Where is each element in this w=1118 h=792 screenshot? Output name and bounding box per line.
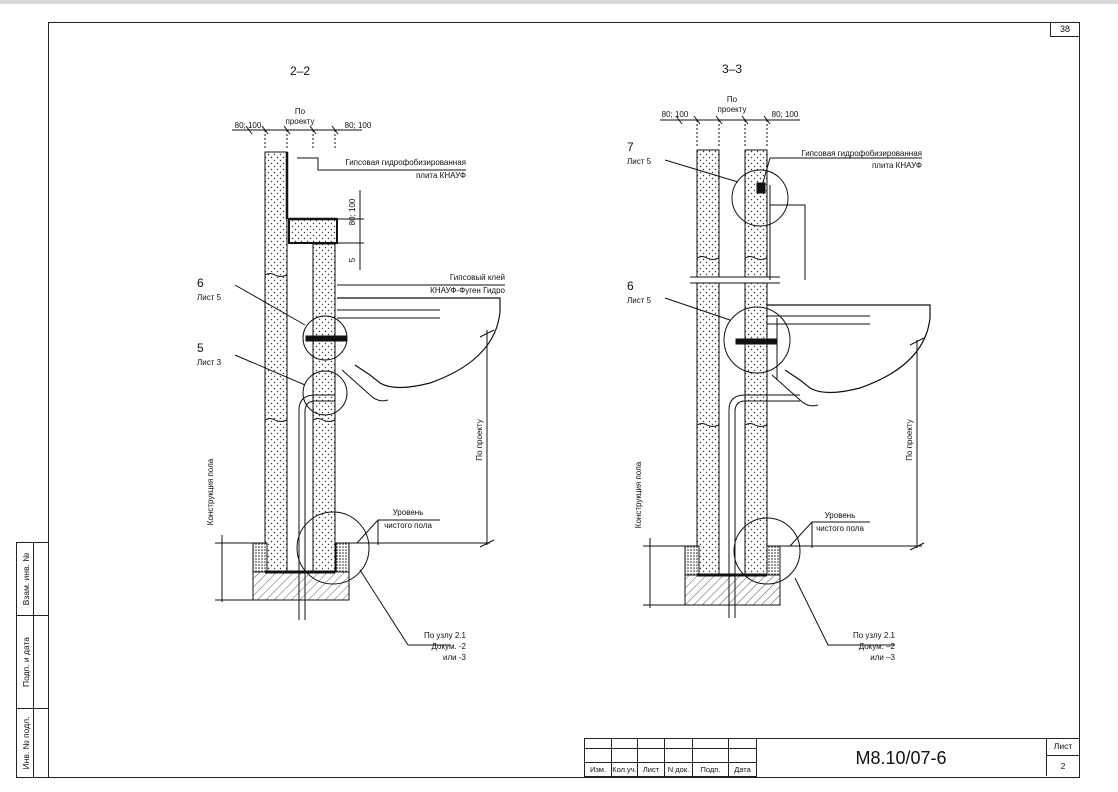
callout-6-number-3-3: 6 [627, 279, 634, 293]
glue-label-2-2-line1: Гипсовый клей [450, 273, 505, 282]
height-label-2-2: По проекту [475, 419, 484, 460]
dim-left-3-3: 80; 100 [662, 110, 689, 119]
dim-right-2-2: 80; 100 [345, 121, 372, 130]
title-block: Изм. Кол.уч. Лист N док. Подп. Дата [584, 738, 1079, 777]
drawing-frame [48, 22, 1080, 778]
floor-level-2-2-line2: чистого пола [384, 521, 432, 530]
node-ref-2-2-line1: По узлу 2.1 [424, 631, 467, 640]
callout-5-sheet-2-2: Лист 3 [197, 358, 222, 367]
dim-center-3-3-line1: По [727, 95, 738, 104]
floor-level-3-3-line2: чистого пола [816, 524, 864, 533]
callout-6-sheet-3-3: Лист 5 [627, 296, 652, 305]
stamp-col-date: Дата [729, 763, 757, 777]
stamp-col-doc: N док. [665, 763, 693, 777]
sheet-box: Лист 2 [1046, 738, 1079, 776]
dim-center-2-2-line2: проекту [285, 117, 314, 126]
dim-vert-2-2-b: 5 [348, 257, 357, 262]
stamp-col-sign: Подп. [693, 763, 729, 777]
side-strip: Взам. инв. № Подп. и дата Инв. № подл. [16, 542, 49, 778]
dim-center-2-2-line1: По [295, 107, 306, 116]
node-ref-3-3-line1: По узлу 2.1 [853, 631, 896, 640]
callout-5-number-2-2: 5 [197, 341, 204, 355]
callout-6-number-2-2: 6 [197, 276, 204, 290]
dim-left-2-2: 80; 100 [235, 121, 262, 130]
node-ref-2-2-line2: Докум. -2 [431, 642, 466, 651]
board-label-2-2-line2: плита КНАУФ [416, 171, 466, 180]
dim-right-3-3: 80; 100 [772, 110, 799, 119]
callout-7-sheet-3-3: Лист 5 [627, 157, 652, 166]
node-ref-3-3-line3: или –3 [870, 653, 895, 662]
wall-left-2-2 [264, 151, 288, 573]
wall-right-2-2 [312, 243, 336, 573]
callout-7-number-3-3: 7 [627, 140, 634, 154]
bridge-block-2-2 [288, 218, 338, 244]
floor-level-3-3-line1: Уровень [825, 511, 856, 520]
node-ref-2-2-line3: или -3 [443, 653, 466, 662]
glue-label-2-2-line2: КНАУФ-Фуген Гидро [430, 286, 505, 295]
floor-construction-2-2: Конструкция пола [206, 458, 215, 525]
wall-right-3-3 [744, 149, 768, 576]
section-title-2-2: 2–2 [290, 64, 310, 78]
board-label-2-2-line1: Гипсовая гидрофобизированная [345, 158, 466, 167]
stamp-col-qty: Кол.уч. [612, 763, 638, 777]
viewer-top-bar [0, 0, 1118, 4]
dim-vert-2-2-a: 80; 100 [348, 198, 357, 225]
floor-level-2-2-line1: Уровень [393, 508, 424, 517]
node-ref-3-3-line2: Докум. –2 [859, 642, 896, 651]
dim-center-3-3-line2: проекту [717, 105, 746, 114]
floor-slab-2-2 [252, 571, 350, 601]
sheet-label: Лист [1047, 738, 1079, 756]
section-title-3-3: 3–3 [722, 62, 742, 76]
wall-left-3-3 [696, 149, 720, 576]
stamp-col-sheet: Лист [638, 763, 665, 777]
board-label-3-3-line2: плита КНАУФ [872, 161, 922, 170]
document-code: М8.10/07-6 [855, 748, 947, 768]
side-cell-inventory: Инв. № подл. [17, 708, 49, 777]
floor-slab-3-3 [684, 574, 781, 606]
board-label-3-3-line1: Гипсовая гидрофобизированная [801, 149, 922, 158]
section-2-2 [215, 125, 505, 646]
section-3-3 [643, 115, 931, 646]
page-number: 38 [1050, 22, 1079, 37]
stamp-col-change: Изм. [585, 763, 612, 777]
floor-construction-3-3: Конструкция пола [634, 461, 643, 528]
height-label-3-3: По проекту [905, 419, 914, 460]
callout-6-sheet-2-2: Лист 5 [197, 293, 222, 302]
sheet-number: 2 [1060, 761, 1066, 771]
